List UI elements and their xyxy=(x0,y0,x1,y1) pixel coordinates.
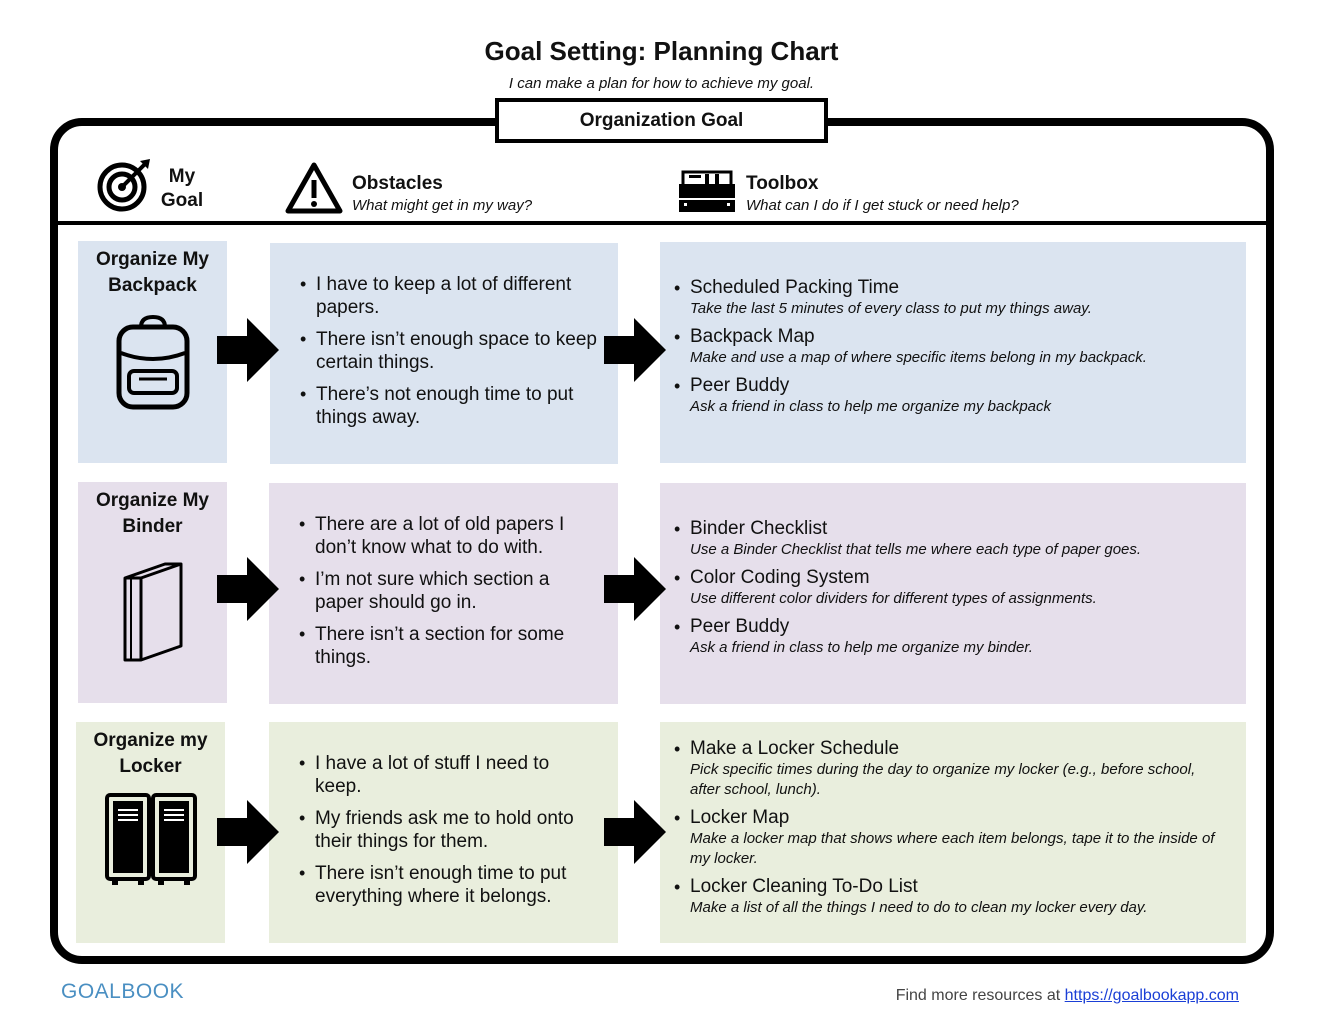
goal-label: Organize my Locker xyxy=(93,730,208,777)
header-goal-line1: My xyxy=(168,166,196,187)
obstacle-item: My friends ask me to hold onto their thi… xyxy=(299,807,598,853)
warning-icon xyxy=(285,162,343,214)
tool-desc: Make a locker map that shows where each … xyxy=(690,830,1215,867)
tool-name: Peer Buddy xyxy=(690,375,790,396)
tool-desc: Use different color dividers for differe… xyxy=(690,590,1097,607)
obstacles-cell-locker: I have a lot of stuff I need to keep. My … xyxy=(269,722,618,943)
obstacle-item: There isn’t enough time to put everythin… xyxy=(299,862,598,908)
header-divider xyxy=(54,221,1270,225)
arrow-right-icon xyxy=(217,800,279,864)
footer-link[interactable]: https://goalbookapp.com xyxy=(1064,987,1239,1004)
tool-desc: Make and use a map of where specific ite… xyxy=(690,349,1147,366)
obstacle-item: I have a lot of stuff I need to keep. xyxy=(299,752,598,798)
header-toolbox-subtitle: What can I do if I get stuck or need hel… xyxy=(746,197,1019,214)
tool-name: Peer Buddy xyxy=(690,616,790,637)
toolbox-icon xyxy=(679,170,735,212)
obstacle-item: There isn’t a section for some things. xyxy=(299,623,598,669)
page-subtitle: I can make a plan for how to achieve my … xyxy=(508,75,815,92)
tool-desc: Pick specific times during the day to or… xyxy=(690,761,1196,798)
header-obstacles-title: Obstacles xyxy=(352,173,443,194)
header-obstacles-subtitle: What might get in my way? xyxy=(352,197,533,214)
target-icon xyxy=(97,159,150,212)
goal-label: Organize My Binder xyxy=(96,490,209,537)
goalbook-logo: GOALBOOK xyxy=(61,980,185,1003)
footer: Find more resources at https://goalbooka… xyxy=(896,987,1239,1005)
tool-name: Color Coding System xyxy=(690,567,870,588)
arrow-right-icon xyxy=(604,800,666,864)
footer-text: Find more resources at xyxy=(895,987,1065,1004)
locker-icon xyxy=(104,793,197,885)
tool-desc: Ask a friend in class to help me organiz… xyxy=(690,639,1033,656)
obstacle-item: I’m not sure which section a paper shoul… xyxy=(299,568,598,614)
tool-name: Make a Locker Schedule xyxy=(690,738,900,759)
goal-box: Organization Goal xyxy=(495,98,828,143)
backpack-icon xyxy=(116,314,189,410)
tool-name: Locker Cleaning To-Do List xyxy=(690,876,918,897)
header-goal-line2: Goal xyxy=(160,190,204,211)
arrow-right-icon xyxy=(604,318,666,382)
goal-cell-locker: Organize my Locker xyxy=(76,722,225,943)
tool-desc: Take the last 5 minutes of every class t… xyxy=(690,300,1092,317)
arrow-right-icon xyxy=(604,557,666,621)
header-toolbox-title: Toolbox xyxy=(746,173,819,194)
tool-name: Locker Map xyxy=(690,807,790,828)
goal-cell-binder: Organize My Binder xyxy=(78,482,227,703)
obstacle-item: I have to keep a lot of different papers… xyxy=(300,273,598,319)
tool-desc: Make a list of all the things I need to … xyxy=(690,899,1148,916)
tool-name: Binder Checklist xyxy=(690,518,828,539)
tool-desc: Ask a friend in class to help me organiz… xyxy=(690,398,1052,415)
tool-desc: Use a Binder Checklist that tells me whe… xyxy=(690,541,1142,558)
tool-name: Backpack Map xyxy=(690,326,815,347)
arrow-right-icon xyxy=(217,557,279,621)
obstacle-item: There are a lot of old papers I don’t kn… xyxy=(299,513,598,559)
obstacles-cell-binder: There are a lot of old papers I don’t kn… xyxy=(269,483,618,704)
page-title: Goal Setting: Planning Chart xyxy=(484,36,839,66)
goal-label: Organize My Backpack xyxy=(96,249,209,296)
obstacles-cell-backpack: I have to keep a lot of different papers… xyxy=(270,243,618,464)
goal-cell-backpack: Organize My Backpack xyxy=(78,241,227,463)
binder-icon xyxy=(123,562,182,662)
obstacle-item: There isn’t enough space to keep certain… xyxy=(300,328,598,374)
obstacle-item: There’s not enough time to put things aw… xyxy=(300,383,598,429)
arrow-right-icon xyxy=(217,318,279,382)
tool-name: Scheduled Packing Time xyxy=(690,277,900,298)
